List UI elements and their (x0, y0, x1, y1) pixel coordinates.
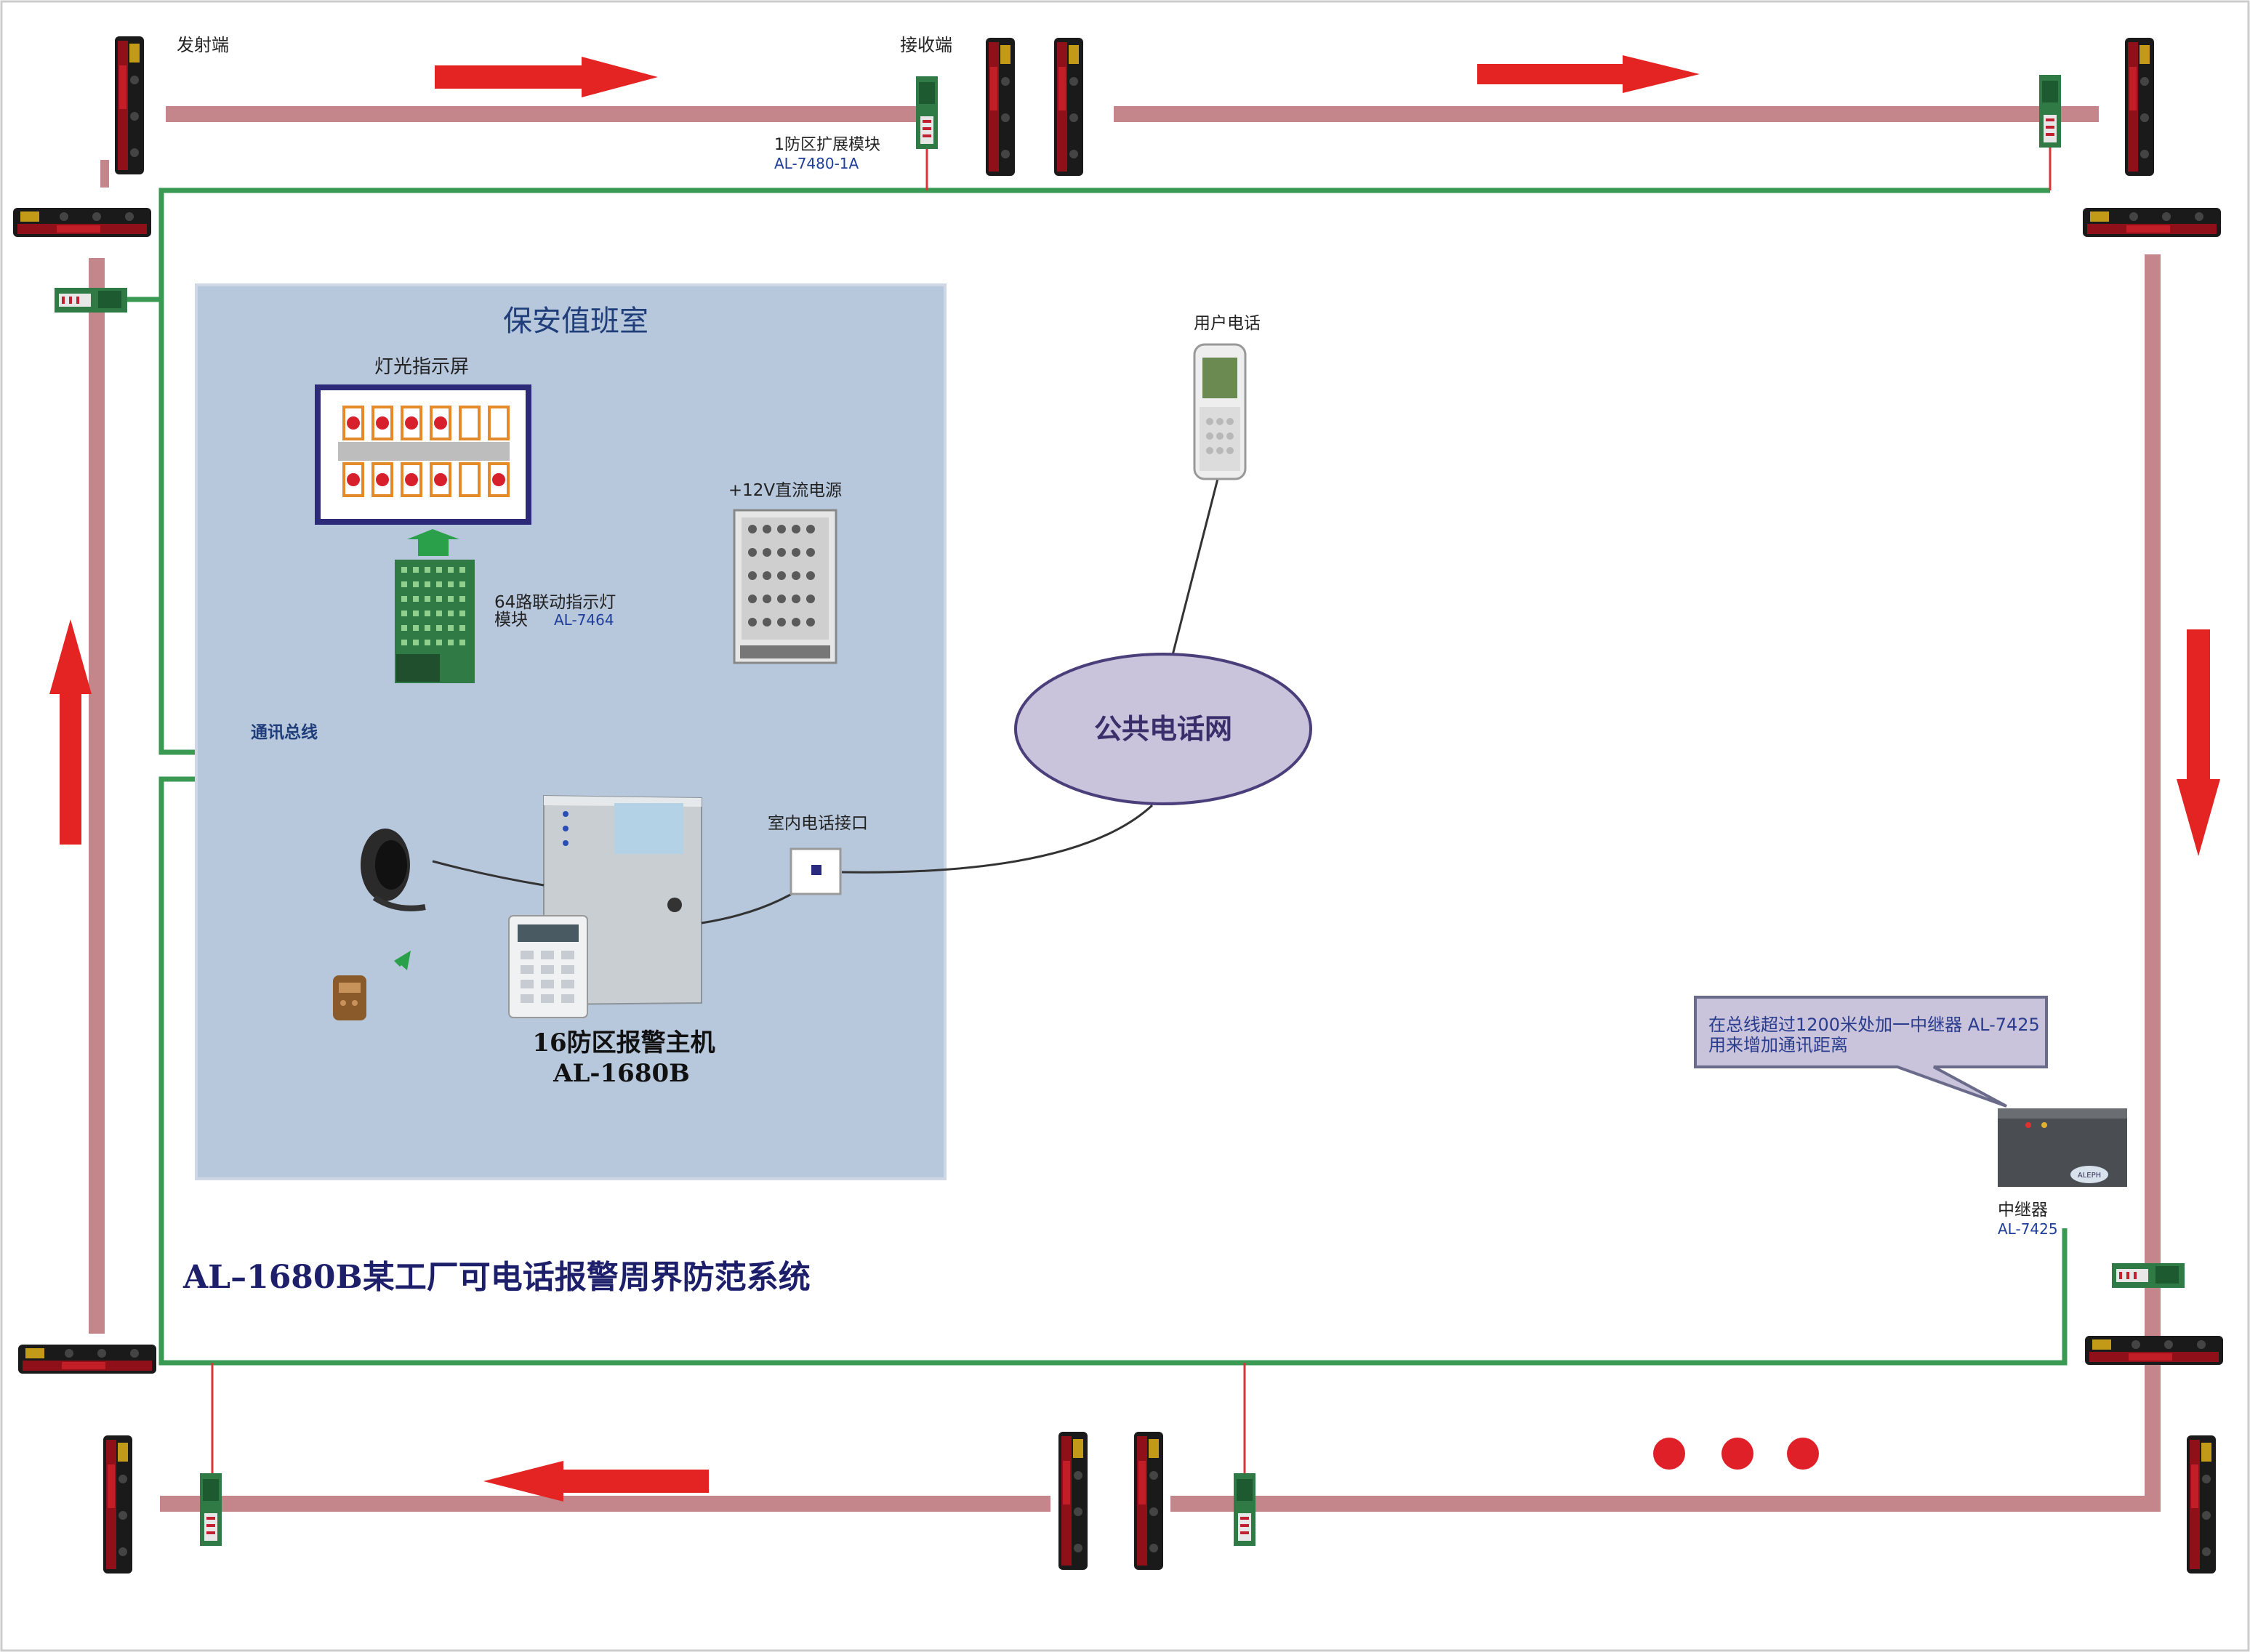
direction-arrow-icon (435, 57, 658, 97)
light-panel-label: 灯光指示屏 (374, 356, 469, 378)
zone-module-icon (55, 288, 127, 313)
pstn-cloud: 公共电话网 (1014, 653, 1312, 805)
keypad-icon (508, 915, 588, 1018)
power-supply-label: +12V直流电源 (728, 481, 842, 500)
transmitter-label: 发射端 (177, 35, 229, 55)
beam-detector-icon (2083, 208, 2221, 237)
green-arrow-icon (384, 951, 411, 983)
direction-arrow-icon (2177, 629, 2220, 856)
zone-module-icon (1234, 1473, 1255, 1546)
beam-detector-icon (1134, 1432, 1163, 1570)
direction-arrow-icon (483, 1461, 709, 1502)
remote-control-icon (333, 975, 366, 1020)
beam-detector-icon (1054, 38, 1083, 176)
system-title: AL–1680B某工厂可电话报警周界防范系统 (182, 1259, 811, 1296)
direction-arrow-icon (49, 619, 92, 845)
direction-arrows (49, 55, 2220, 1502)
indicator-module-label-1: 64路联动指示灯 (494, 593, 616, 612)
beam-detector-icon (2125, 38, 2154, 176)
siren-cable (432, 860, 545, 887)
repeater-model: AL-7425 (1998, 1220, 2058, 1238)
direction-arrow-icon (1477, 55, 1700, 93)
indicator-module-model: AL-7464 (554, 611, 614, 629)
receiver-label: 接收端 (900, 35, 952, 55)
zone-module-icon (200, 1473, 222, 1546)
zone-module-model: AL-7480-1A (774, 155, 859, 172)
user-phone-label: 用户电话 (1194, 314, 1261, 333)
beam-detector-icon (2085, 1336, 2223, 1365)
perimeter-fence (89, 106, 2161, 1512)
zone-module-icon (2039, 75, 2061, 148)
indicator-module-label-2: 模块 (494, 611, 528, 629)
power-supply-icon (733, 509, 837, 664)
repeater-icon: ALEPH (1998, 1108, 2127, 1187)
indoor-phone-port-label: 室内电话接口 (768, 814, 868, 833)
guard-room: 保安值班室 灯光指示屏 (195, 283, 947, 1180)
beam-detector-icon (103, 1435, 132, 1574)
repeater-callout: 在总线超过1200米处加一中继器 AL-7425 用来增加通讯距离 (1694, 996, 2048, 1108)
beam-detector-icon (1058, 1432, 1088, 1570)
repeater-note-2: 用来增加通讯距离 (1708, 1035, 1848, 1055)
repeater-note-1: 在总线超过1200米处加一中继器 AL-7425 (1708, 1015, 2040, 1035)
beam-detector-icon (986, 38, 1015, 176)
siren-icon (361, 829, 426, 911)
repeater-name: 中继器 (1998, 1201, 2048, 1220)
indicator-module (395, 560, 475, 683)
light-panel (315, 384, 531, 525)
beam-detector-icon (115, 36, 144, 174)
zone-module-icon (2112, 1263, 2185, 1288)
mobile-phone-line (1170, 475, 1220, 658)
up-arrow-icon (407, 529, 459, 556)
phone-line (841, 804, 1154, 874)
host-name: 16防区报警主机 (532, 1028, 715, 1057)
beam-detector-icon (2187, 1435, 2216, 1574)
zone-module-name: 1防区扩展模块 (774, 136, 880, 154)
pstn-label: 公共电话网 (1094, 713, 1232, 745)
zone-module-icon (916, 76, 938, 149)
host-model: AL-1680B (553, 1059, 690, 1088)
repeater-brand: ALEPH (2078, 1172, 2101, 1180)
mobile-phone-icon (1193, 343, 1247, 480)
comm-bus-label: 通讯总线 (251, 722, 318, 742)
beam-detector-icon (13, 208, 151, 237)
guard-room-title: 保安值班室 (503, 305, 648, 338)
beam-detector-icon (18, 1345, 156, 1374)
wall-phone-jack (789, 847, 842, 895)
more-detectors-dots (1653, 1438, 1819, 1470)
